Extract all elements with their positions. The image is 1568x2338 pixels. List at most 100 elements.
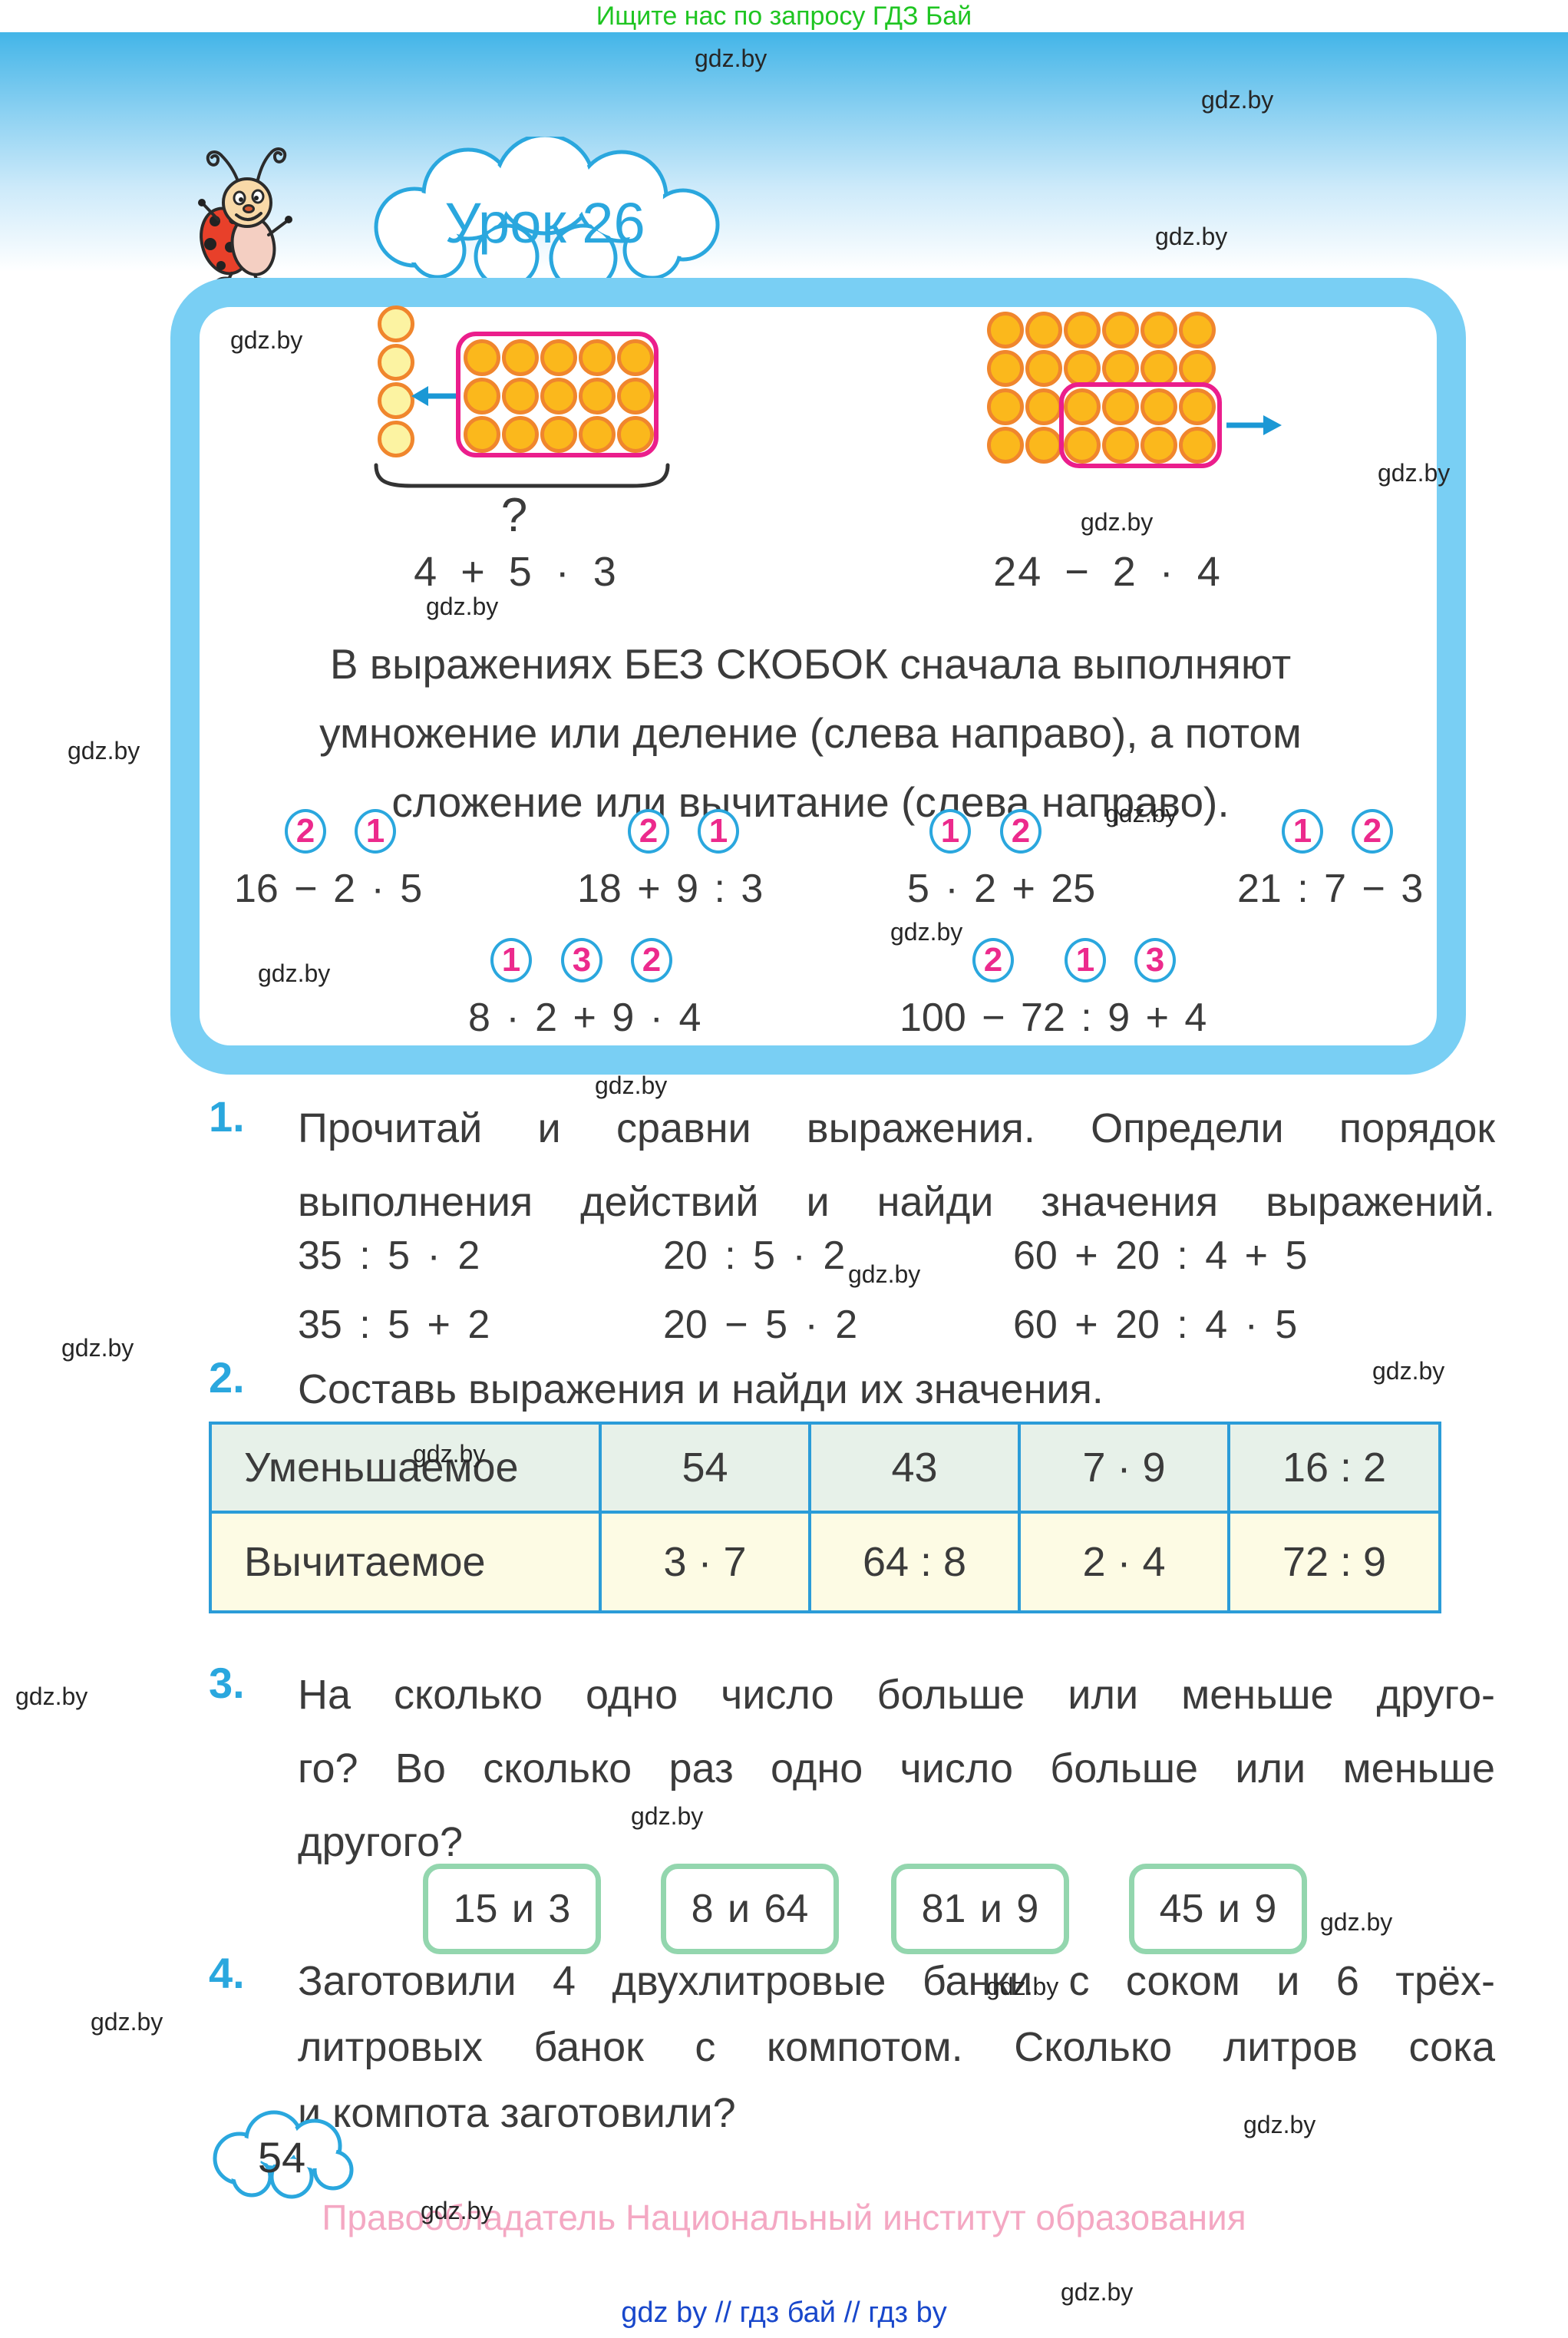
task-line: Прочитай и сравни выражения. Определи по… (298, 1105, 1495, 1151)
rule-line: В выражениях БЕЗ СКОБОК сначала выполняю… (329, 640, 1292, 688)
counter-dot (1064, 312, 1101, 348)
table-cell: 2 · 4 (1018, 1511, 1230, 1613)
right-diagram-expression: 24 − 2 · 4 (993, 549, 1222, 595)
number-pair-box: 8 и 64 (661, 1864, 839, 1954)
lesson-title-cloud: Урок 26 (345, 137, 744, 282)
watermark: gdz.by (1372, 1357, 1445, 1385)
counter-dot (987, 312, 1024, 348)
watermark: gdz.by (595, 1072, 668, 1099)
expression-text: 5 · 2 + 25 (907, 867, 1096, 911)
left-diagram-column (378, 305, 414, 457)
counter-dot (1102, 388, 1139, 425)
table-cell: 3 · 7 (599, 1511, 811, 1613)
order-mark: 2 (631, 938, 672, 982)
underbrace-icon (371, 462, 672, 490)
example-expression: 2 1 16 − 2 · 5 (234, 809, 423, 912)
task-1-expression: 20 : 5 · 2 (663, 1233, 846, 1278)
task-line: Составь выражения и найди их значения. (298, 1366, 1104, 1412)
order-mark: 1 (1065, 938, 1106, 982)
left-diagram-grid (464, 339, 655, 453)
counter-dot (502, 378, 539, 414)
counter-dot (617, 416, 654, 453)
expression-text: 16 − 2 · 5 (234, 867, 423, 911)
minuend-subtrahend-table: Уменьшаемое 54 43 7 · 9 16 : 2 Вычитаемо… (209, 1422, 1441, 1613)
counter-dot (1025, 388, 1062, 425)
watermark: gdz.by (68, 737, 140, 764)
expression-text: 100 − 72 : 9 + 4 (900, 996, 1207, 1040)
counter-dot (987, 427, 1024, 464)
counter-dot (540, 339, 577, 376)
expression-text: 8 · 2 + 9 · 4 (468, 996, 701, 1040)
counter-dot (378, 305, 414, 342)
counter-dot (579, 416, 616, 453)
order-mark: 2 (972, 938, 1014, 982)
example-expression: 1 2 5 · 2 + 25 (907, 809, 1096, 912)
right-diagram-grid (987, 312, 1217, 464)
task-line: На сколько одно число больше или меньше … (298, 1672, 1495, 1718)
watermark: gdz.by (91, 2008, 163, 2036)
counter-dot (1179, 388, 1216, 425)
counter-dot (378, 421, 414, 457)
counter-dot (1179, 312, 1216, 348)
task-1-expression: 20 − 5 · 2 (663, 1303, 858, 1347)
task-4-number: 4. (209, 1949, 245, 1997)
number-pair-box: 81 и 9 (891, 1864, 1069, 1954)
table-cell: Уменьшаемое (209, 1422, 602, 1514)
counter-dot (579, 378, 616, 414)
watermark: gdz.by (695, 45, 767, 72)
task-2-number: 2. (209, 1353, 245, 1402)
left-arrow-icon (411, 384, 457, 408)
order-mark: 3 (561, 938, 602, 982)
watermark: gdz.by (258, 959, 331, 987)
counter-dot (378, 344, 414, 381)
counter-dot (1025, 350, 1062, 387)
task-1-number: 1. (209, 1092, 245, 1141)
task-1-expression: 60 + 20 : 4 + 5 (1013, 1233, 1308, 1278)
order-mark: 1 (355, 809, 396, 854)
watermark: gdz.by (421, 2197, 494, 2224)
expression-text: 18 + 9 : 3 (577, 867, 764, 911)
order-mark: 2 (628, 809, 669, 854)
left-diagram-expression: 4 + 5 · 3 (414, 549, 618, 595)
counter-dot (1064, 388, 1101, 425)
expression-text: 21 : 7 − 3 (1237, 867, 1424, 911)
counter-dot (579, 339, 616, 376)
watermark: gdz.by (1378, 459, 1451, 487)
page-number: 54 (258, 2133, 305, 2181)
task-line: го? Во сколько раз одно число больше или… (298, 1745, 1495, 1791)
counter-dot (502, 416, 539, 453)
number-pair-box: 45 и 9 (1129, 1864, 1307, 1954)
watermark: gdz.by (1105, 800, 1178, 827)
watermark: gdz.by (848, 1260, 921, 1288)
lesson-title: Урок 26 (444, 191, 645, 255)
counter-dot (378, 382, 414, 419)
task-1-text: Прочитай и сравни выражения. Определи по… (298, 1091, 1495, 1239)
example-expression: 1 2 21 : 7 − 3 (1237, 809, 1424, 912)
order-mark: 1 (490, 938, 532, 982)
counter-dot (617, 378, 654, 414)
counter-dot (1141, 388, 1177, 425)
watermark: gdz.by (1155, 223, 1228, 250)
order-mark: 1 (929, 809, 971, 854)
counter-dot (1102, 427, 1139, 464)
table-cell: 64 : 8 (808, 1511, 1021, 1613)
footer-links[interactable]: gdz by // гдз бай // гдз by (621, 2297, 947, 2329)
watermark: gdz.by (426, 593, 499, 620)
task-1-expression: 35 : 5 + 2 (298, 1303, 490, 1347)
watermark: gdz.by (890, 918, 963, 946)
task-4-text: Заготовили 4 двухлитровые банки с соком … (298, 1948, 1495, 2146)
watermark: gdz.by (1243, 2111, 1316, 2138)
watermark: gdz.by (230, 326, 303, 354)
counter-dot (540, 416, 577, 453)
copyright-text: Правообладатель Национальный институт об… (322, 2198, 1246, 2237)
order-mark: 1 (1282, 809, 1323, 854)
counter-dot (987, 350, 1024, 387)
task-line: и компота заготовили? (298, 2090, 736, 2136)
counter-dot (464, 339, 500, 376)
counter-dot (1141, 427, 1177, 464)
task-1-expression: 60 + 20 : 4 · 5 (1013, 1303, 1298, 1347)
counter-dot (1025, 312, 1062, 348)
watermark: gdz.by (15, 1683, 88, 1710)
order-mark: 2 (1352, 809, 1393, 854)
counter-dot (1102, 350, 1139, 387)
